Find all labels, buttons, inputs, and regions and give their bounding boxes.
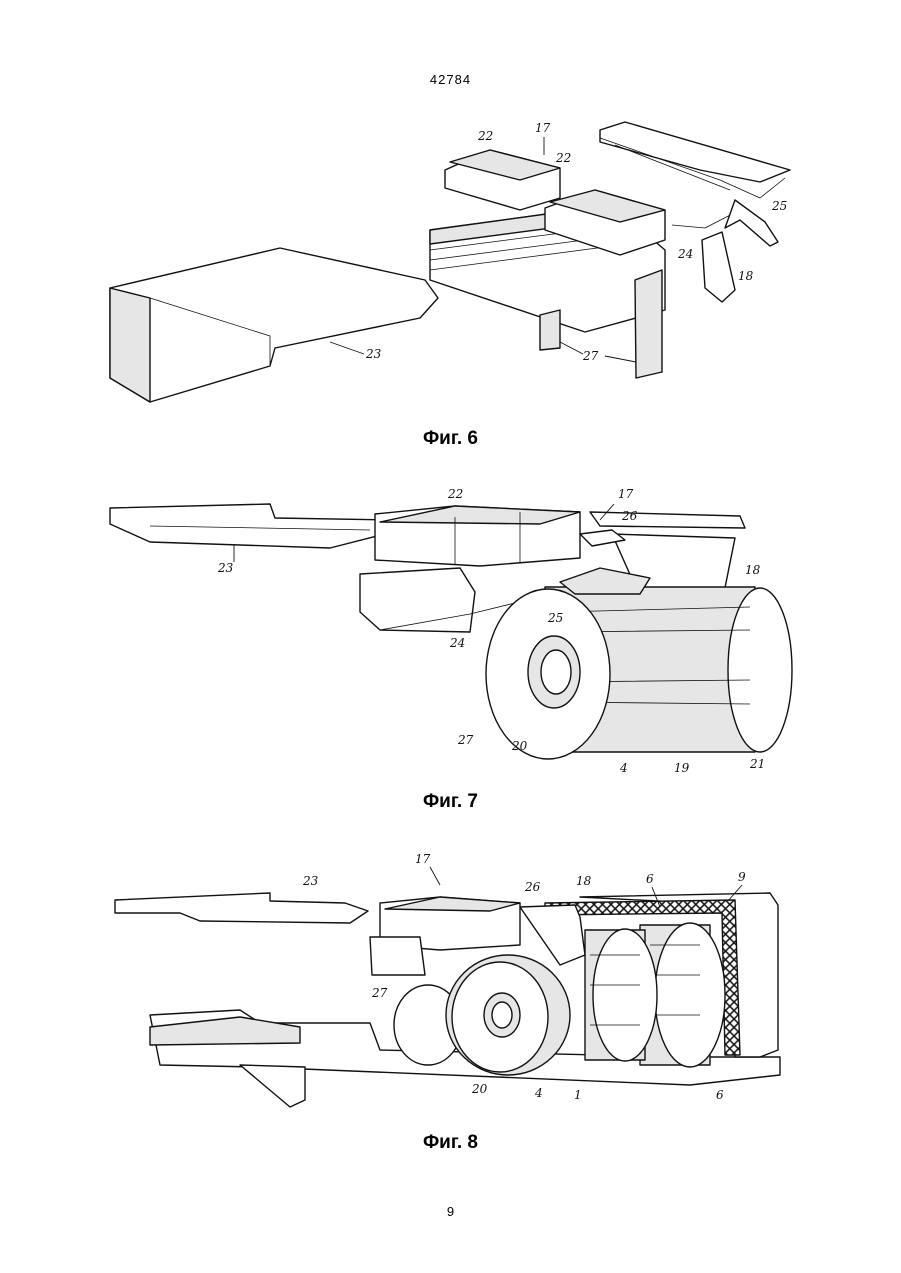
label-25: 25 <box>771 199 787 213</box>
label-17: 17 <box>618 487 634 501</box>
label-27: 27 <box>371 986 388 1000</box>
label-20: 20 <box>471 1082 488 1096</box>
rear-frame <box>590 512 745 528</box>
label-9: 9 <box>738 870 746 884</box>
label-23: 23 <box>302 874 319 888</box>
leg-27-left <box>540 310 560 350</box>
spring-arm-18 <box>520 905 585 965</box>
label-17: 17 <box>535 121 551 135</box>
rear-frame <box>600 122 790 182</box>
page-number: 9 <box>0 1204 901 1219</box>
figure-6-caption: Фиг. 6 <box>0 428 901 450</box>
label-22: 22 <box>447 487 463 501</box>
label-26: 26 <box>524 880 541 894</box>
label-22b: 22 <box>555 151 571 165</box>
side-frame <box>360 568 475 632</box>
label-18: 18 <box>738 269 754 283</box>
label-1: 1 <box>574 1088 582 1102</box>
hook-25 <box>725 200 778 246</box>
coil-end-21 <box>728 588 792 752</box>
label-20: 20 <box>511 739 528 753</box>
figure-7-drawing: 22 17 26 18 23 25 24 27 20 4 19 21 <box>0 482 901 782</box>
label-27: 27 <box>582 349 599 363</box>
label-24: 24 <box>449 636 465 650</box>
plate-23 <box>115 893 368 923</box>
label-26: 26 <box>621 509 638 523</box>
label-22a: 22 <box>477 129 493 143</box>
label-23: 23 <box>217 561 234 575</box>
label-23: 23 <box>365 347 382 361</box>
label-4: 4 <box>619 761 628 775</box>
figure-7-caption: Фиг. 7 <box>0 791 901 813</box>
label-18: 18 <box>745 563 761 577</box>
base-foot <box>240 1065 305 1107</box>
figure-8-caption: Фиг. 8 <box>0 1132 901 1154</box>
plate-23 <box>110 248 438 402</box>
label-27: 27 <box>457 733 474 747</box>
label-17: 17 <box>415 852 431 866</box>
document-number: 42784 <box>0 72 901 87</box>
figure-6-drawing: 17 22 22 25 24 18 23 27 <box>0 110 901 410</box>
spring-arm-18 <box>702 232 735 302</box>
side-frame <box>370 937 425 975</box>
label-21: 21 <box>749 757 765 771</box>
label-25: 25 <box>547 611 563 625</box>
plate-23-side <box>110 288 150 402</box>
label-19: 19 <box>674 761 690 775</box>
label-18: 18 <box>576 874 592 888</box>
coil-6-left <box>593 929 657 1061</box>
label-24: 24 <box>677 247 693 261</box>
label-6-bottom: 6 <box>716 1088 724 1102</box>
label-4: 4 <box>534 1086 543 1100</box>
coil-6-right <box>655 923 725 1067</box>
figure-8-drawing: 17 23 26 18 6 9 27 20 4 1 6 <box>0 845 901 1120</box>
leg-27-right <box>635 270 662 378</box>
label-6-top: 6 <box>646 872 654 886</box>
